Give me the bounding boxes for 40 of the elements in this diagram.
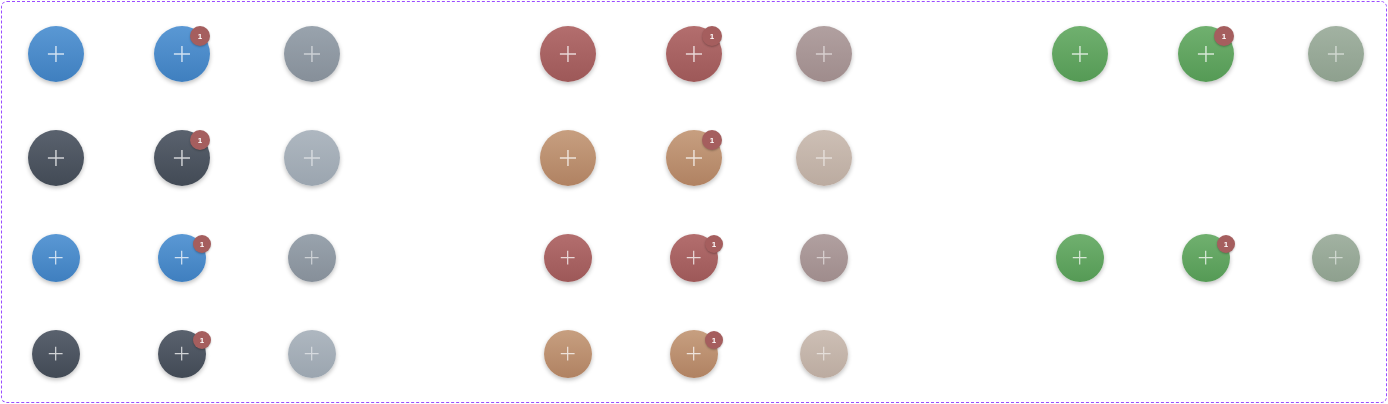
add-button xyxy=(284,26,340,82)
add-button xyxy=(28,26,84,82)
add-button xyxy=(666,26,722,82)
add-button xyxy=(1308,26,1364,82)
add-button xyxy=(1052,26,1108,82)
add-button xyxy=(540,26,596,82)
add-button xyxy=(158,330,206,378)
notification-badge: 1 xyxy=(702,26,722,46)
add-button xyxy=(1178,26,1234,82)
add-button xyxy=(544,330,592,378)
add-button xyxy=(158,234,206,282)
add-button xyxy=(796,26,852,82)
notification-badge: 1 xyxy=(705,331,723,349)
add-button xyxy=(1056,234,1104,282)
add-button xyxy=(666,130,722,186)
notification-badge: 1 xyxy=(190,26,210,46)
add-button xyxy=(1182,234,1230,282)
add-button xyxy=(32,234,80,282)
add-button xyxy=(800,234,848,282)
add-button xyxy=(800,330,848,378)
notification-badge: 1 xyxy=(193,331,211,349)
notification-badge: 1 xyxy=(705,235,723,253)
add-button xyxy=(670,330,718,378)
add-button xyxy=(670,234,718,282)
add-button xyxy=(284,130,340,186)
add-button xyxy=(28,130,84,186)
add-button xyxy=(288,234,336,282)
add-button xyxy=(1312,234,1360,282)
add-button xyxy=(154,130,210,186)
notification-badge: 1 xyxy=(702,130,722,150)
add-button xyxy=(544,234,592,282)
notification-badge: 1 xyxy=(190,130,210,150)
add-button xyxy=(796,130,852,186)
notification-badge: 1 xyxy=(1217,235,1235,253)
add-button xyxy=(540,130,596,186)
add-button xyxy=(32,330,80,378)
notification-badge: 1 xyxy=(193,235,211,253)
add-button xyxy=(288,330,336,378)
add-button xyxy=(154,26,210,82)
notification-badge: 1 xyxy=(1214,26,1234,46)
